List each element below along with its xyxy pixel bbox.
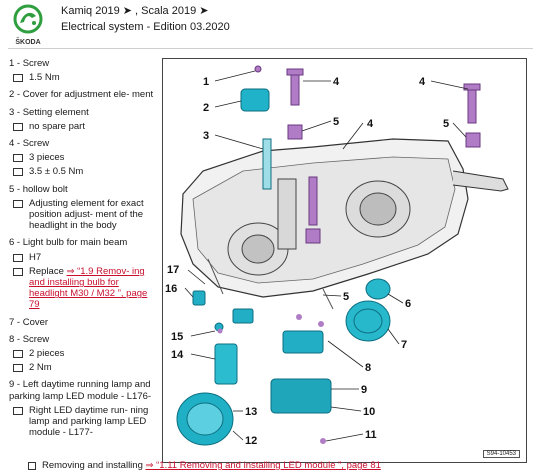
legend-item-title: 5 - hollow bolt	[9, 183, 68, 195]
callout-16: 16	[165, 283, 177, 295]
headlight-exploded-diagram: 1 2 3 4 4 5 4 5 17 16 15 14 13 12 6 7 8 …	[162, 58, 527, 463]
checkbox-bullet-icon	[13, 364, 23, 373]
callout-2: 2	[203, 102, 209, 114]
document-subtitle: Electrical system - Edition 03.2020	[61, 21, 230, 33]
callout-1: 1	[203, 76, 209, 88]
callout-5a: 5	[333, 116, 339, 128]
checkbox-bullet-icon	[13, 350, 23, 359]
legend-item: 1 - Screw 1.5 Nm	[9, 58, 157, 83]
legend-item-title: 2 - Cover for adjustment ele- ment	[9, 89, 154, 101]
legend-subitem: Adjusting element for exact position adj…	[13, 198, 157, 232]
callout-4c: 4	[367, 118, 374, 130]
legend-subitem: 1.5 Nm	[13, 72, 157, 83]
legend-item: 4 - Screw 3 pieces 3.5 ± 0.5 Nm	[9, 138, 157, 178]
callout-9: 9	[361, 384, 367, 396]
legend-item-title: 9 - Left daytime running lamp and parkin…	[9, 379, 152, 402]
legend-subitem: 2 Nm	[13, 362, 157, 373]
document-models: Kamiq 2019 ➤ , Scala 2019 ➤	[61, 5, 209, 17]
checkbox-bullet-icon	[13, 122, 23, 131]
parts-legend: 1 - Screw 1.5 Nm 2 - Cover for adjustmen…	[9, 58, 157, 444]
callout-4b: 4	[419, 76, 426, 88]
legend-subitem: 3.5 ± 0.5 Nm	[13, 166, 157, 177]
checkbox-bullet-icon	[13, 154, 23, 163]
callout-7: 7	[401, 339, 407, 351]
legend-item: 9 - Left daytime running lamp and parkin…	[9, 379, 157, 438]
callout-5c: 5	[343, 291, 349, 303]
callout-14: 14	[171, 349, 184, 361]
checkbox-bullet-icon	[13, 74, 23, 83]
legend-item: 2 - Cover for adjustment ele- ment	[9, 89, 157, 100]
led-module-link[interactable]: ⇒ “1.11 Removing and installing LED modu…	[145, 460, 381, 471]
legend-subitem: Replace ⇒ “1.9 Remov- ing and installing…	[13, 266, 157, 311]
checkbox-bullet-icon	[13, 406, 23, 415]
led-module-instruction: Removing and installing ⇒ “1.11 Removing…	[28, 460, 528, 471]
callout-5b: 5	[443, 118, 449, 130]
callout-11: 11	[365, 429, 377, 441]
legend-subitem: Right LED daytime run- ning lamp and par…	[13, 405, 157, 439]
callout-17: 17	[167, 264, 179, 276]
checkbox-bullet-icon	[13, 253, 23, 262]
legend-item-title: 6 - Light bulb for main beam	[9, 237, 128, 249]
checkbox-bullet-icon	[13, 168, 23, 177]
callout-15: 15	[171, 331, 183, 343]
legend-item-title: 1 - Screw	[9, 58, 50, 69]
callout-10: 10	[363, 406, 375, 418]
legend-item-title: 7 - Cover	[9, 316, 49, 328]
legend-item-title: 4 - Screw	[9, 138, 50, 150]
legend-item: 8 - Screw 2 pieces 2 Nm	[9, 334, 157, 374]
legend-item-title: 3 - Setting element	[9, 106, 89, 118]
callout-6: 6	[405, 298, 411, 310]
legend-subitem: no spare part	[13, 121, 157, 132]
legend-subitem: H7	[13, 252, 157, 263]
callout-8: 8	[365, 362, 371, 374]
callout-13: 13	[245, 406, 257, 418]
checkbox-bullet-icon	[13, 267, 23, 276]
header-divider	[8, 48, 533, 49]
checkbox-bullet-icon	[28, 462, 36, 471]
callout-4a: 4	[333, 76, 340, 88]
headlight-illustration: 1 2 3 4 4 5 4 5 17 16 15 14 13 12 6 7 8 …	[165, 65, 509, 447]
legend-item: 3 - Setting element no spare part	[9, 107, 157, 132]
callout-12: 12	[245, 435, 257, 447]
legend-subitem: 3 pieces	[13, 152, 157, 163]
brand-wordmark: ŠKODA	[15, 37, 40, 46]
checkbox-bullet-icon	[13, 199, 23, 208]
legend-subitem: 2 pieces	[13, 348, 157, 359]
legend-item: 7 - Cover	[9, 317, 157, 328]
legend-item: 5 - hollow bolt Adjusting element for ex…	[9, 184, 157, 232]
skoda-logo: ŠKODA	[13, 4, 43, 46]
legend-item-title: 8 - Screw	[9, 333, 50, 345]
callout-3: 3	[203, 130, 209, 142]
figure-code: S94-10453	[482, 450, 520, 458]
legend-item: 6 - Light bulb for main beam H7 Replace …	[9, 237, 157, 310]
bulb-replacement-link[interactable]: ⇒ “1.9 Remov- ing and installing bulb fo…	[29, 265, 148, 311]
